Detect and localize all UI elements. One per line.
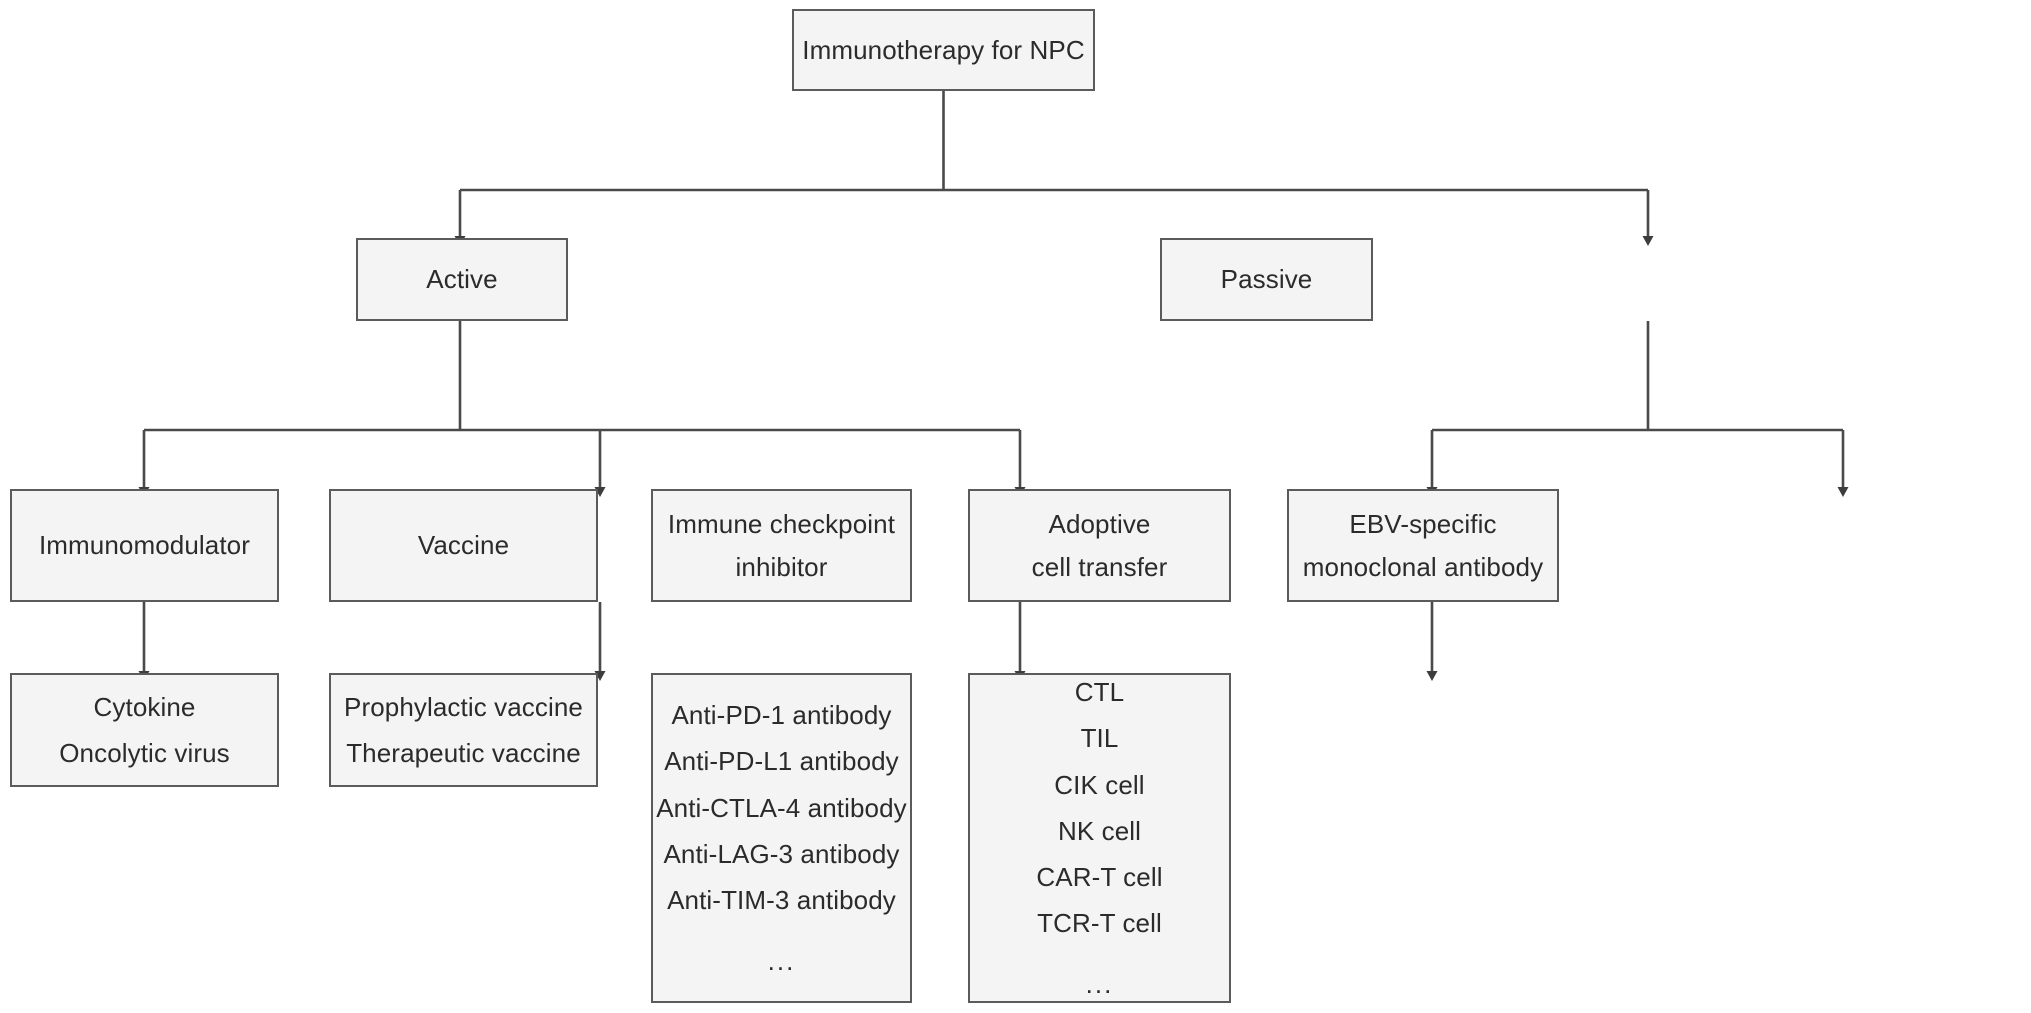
- node-label-line-1: Immune checkpoint: [667, 509, 896, 540]
- list-item: CIK cell: [1054, 769, 1145, 800]
- list-item: CTL: [1074, 677, 1125, 708]
- node-cytokine-oncolytic-virus[interactable]: Cytokine Oncolytic virus: [10, 673, 279, 787]
- list-item: Therapeutic vaccine: [346, 738, 581, 768]
- list-item: Anti-TIM-3 antibody: [667, 885, 896, 916]
- list-item: Anti-CTLA-4 antibody: [656, 792, 907, 823]
- node-immune-checkpoint-inhibitor[interactable]: Immune checkpoint inhibitor: [651, 489, 912, 602]
- list-item: CAR-T cell: [1036, 862, 1163, 893]
- list-item: Oncolytic virus: [59, 738, 230, 768]
- node-label-line-1: EBV-specific: [1349, 509, 1497, 540]
- node-active[interactable]: Active: [356, 238, 568, 321]
- node-adoptive-cell-types[interactable]: CTL TIL CIK cell NK cell CAR-T cell TCR-…: [968, 673, 1231, 1003]
- list-item: NK cell: [1057, 815, 1142, 846]
- node-label: Immunotherapy for NPC: [802, 34, 1085, 65]
- node-adoptive-cell-transfer[interactable]: Adoptive cell transfer: [968, 489, 1231, 602]
- list-item: Anti-PD-L1 antibody: [664, 746, 899, 777]
- node-label: Active: [426, 264, 498, 295]
- node-vaccine[interactable]: Vaccine: [329, 489, 598, 602]
- node-vaccine-types[interactable]: Prophylactic vaccine Therapeutic vaccine: [329, 673, 598, 787]
- list-ellipsis: ...: [1085, 968, 1114, 999]
- node-label-line-1: Adoptive: [1048, 509, 1151, 540]
- node-immunotherapy-for-npc[interactable]: Immunotherapy for NPC: [792, 9, 1095, 91]
- node-label-line-2: inhibitor: [735, 551, 828, 582]
- list-ellipsis: ...: [767, 945, 796, 976]
- node-label: Immunomodulator: [38, 530, 251, 561]
- node-label: Vaccine: [417, 530, 510, 561]
- list-item: TIL: [1080, 723, 1119, 754]
- node-checkpoint-antibodies[interactable]: Anti-PD-1 antibody Anti-PD-L1 antibody A…: [651, 673, 912, 1003]
- node-label: Passive: [1220, 264, 1313, 295]
- node-immunomodulator[interactable]: Immunomodulator: [10, 489, 279, 602]
- list-item: Prophylactic vaccine: [344, 691, 583, 722]
- node-label-line-2: monoclonal antibody: [1302, 551, 1544, 582]
- list-item: Cytokine: [93, 691, 196, 722]
- node-passive[interactable]: Passive: [1160, 238, 1373, 321]
- list-item: Anti-PD-1 antibody: [671, 700, 892, 731]
- list-item: Anti-LAG-3 antibody: [663, 839, 900, 869]
- node-label-line-2: cell transfer: [1031, 551, 1168, 582]
- list-item: TCR-T cell: [1037, 908, 1162, 939]
- node-ebv-specific-monoclonal-antibody[interactable]: EBV-specific monoclonal antibody: [1287, 489, 1559, 602]
